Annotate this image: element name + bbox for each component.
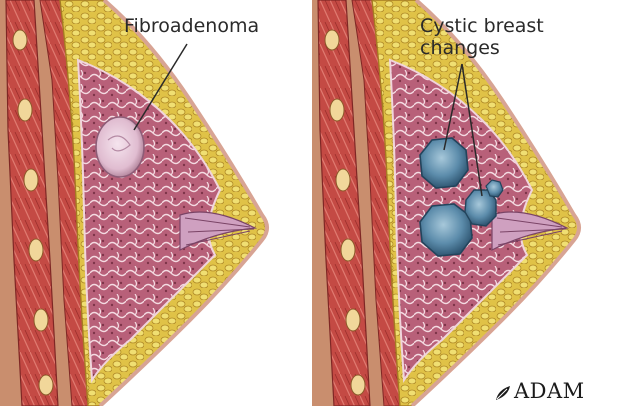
- left-breast-diagram: [0, 0, 267, 406]
- cystic-label-line1: Cystic breast: [420, 16, 544, 36]
- adam-logo-text: ADAM: [514, 380, 585, 402]
- adam-logo: ADAM: [494, 380, 585, 402]
- fibroadenoma-label: Fibroadenoma: [124, 16, 259, 36]
- cystic-label-line2: changes: [420, 38, 500, 58]
- right-breast-diagram: [312, 0, 579, 406]
- adam-leaf-icon: [494, 384, 512, 402]
- cyst-large-upper: [420, 138, 468, 188]
